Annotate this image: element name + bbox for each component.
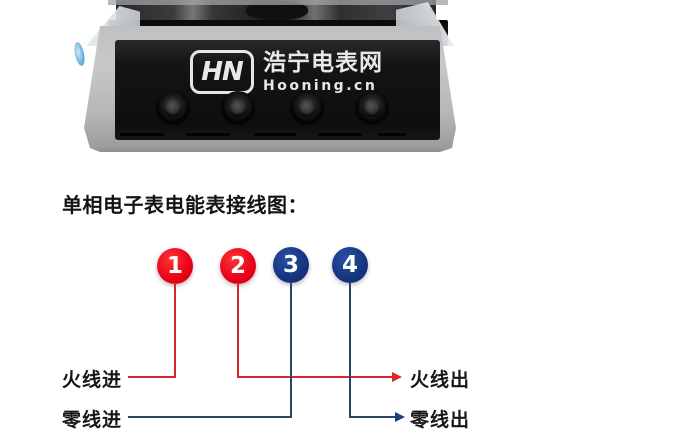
terminal-hole	[290, 91, 324, 125]
wire-neutral-4-drop	[349, 283, 351, 418]
terminal-slot	[120, 133, 164, 136]
brand-domain: Hooning.cn	[263, 77, 378, 94]
wire-neutral-in	[128, 416, 292, 418]
label-live-in: 火线进	[62, 369, 123, 391]
terminal-hole	[156, 91, 190, 125]
terminal-circle-2: 2	[220, 248, 256, 284]
terminal-slot	[186, 133, 230, 136]
terminal-circle-4: 4	[332, 247, 368, 283]
wire-live-2-drop	[237, 283, 239, 378]
arrow-right-live-icon	[392, 372, 402, 382]
terminal-slot	[254, 133, 296, 136]
terminal-slot	[318, 133, 362, 136]
terminal-hole	[355, 91, 389, 125]
wire-live-out	[237, 376, 392, 378]
wire-live-1-drop	[174, 283, 176, 378]
terminal-circle-3: 3	[273, 247, 309, 283]
meter-photo: HN 浩宁电表网 Hooning.cn	[72, 0, 456, 154]
label-neutral-in: 零线进	[62, 409, 123, 431]
brand-name-cn: 浩宁电表网	[263, 49, 383, 76]
brand-watermark: HN 浩宁电表网 Hooning.cn	[190, 50, 383, 94]
wire-neutral-3-drop	[290, 283, 292, 418]
arrow-right-neutral-icon	[395, 412, 405, 422]
terminal-slot	[378, 133, 406, 136]
brand-logo-icon: HN	[190, 50, 254, 94]
cover-edge-highlight	[108, 0, 448, 5]
label-neutral-out: 零线出	[410, 409, 471, 431]
label-live-out: 火线出	[410, 369, 471, 391]
terminal-hole	[221, 91, 255, 125]
wire-live-in	[128, 376, 176, 378]
meter-internals-center	[246, 1, 308, 20]
terminal-circle-1: 1	[157, 248, 193, 284]
section-title: 单相电子表电能表接线图：	[62, 193, 308, 217]
blue-seal	[72, 41, 87, 67]
wire-neutral-out	[349, 416, 395, 418]
brand-text: 浩宁电表网 Hooning.cn	[263, 49, 383, 94]
